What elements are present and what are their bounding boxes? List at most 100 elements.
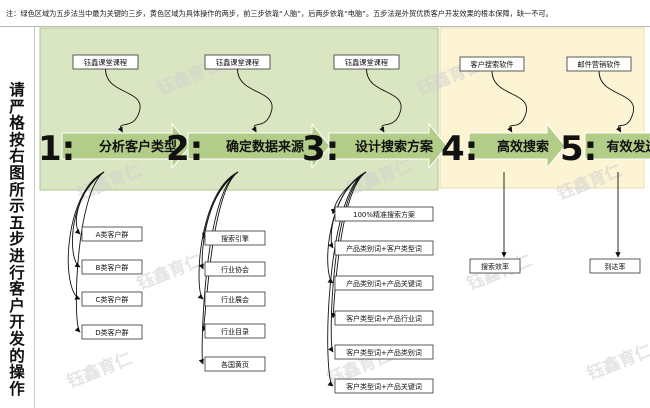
yellow-zone — [439, 27, 645, 189]
step-arrow — [584, 122, 650, 170]
data-source-box — [204, 230, 266, 246]
step-label: 分析客户类型 — [99, 139, 177, 155]
sidebar-char: 户 — [9, 296, 25, 315]
source-link — [598, 70, 634, 133]
sidebar-char: 所 — [9, 180, 25, 199]
search-plan-link — [327, 171, 367, 387]
efficiency-label: 搜索效率 — [481, 262, 509, 271]
step-number: 4: — [441, 129, 478, 169]
search-plan-label: 客户类型词+产品关键词 — [346, 382, 422, 391]
data-source-link — [197, 171, 239, 300]
divider — [0, 26, 650, 27]
watermark: 钰鑫育仁 — [134, 250, 205, 295]
sidebar-char: 作 — [9, 379, 25, 398]
data-source-box — [204, 356, 266, 372]
step-arrow — [328, 122, 448, 170]
customer-group-label: D类客户群 — [95, 328, 128, 337]
customer-group-link — [71, 171, 105, 268]
efficiency-box — [469, 258, 521, 274]
sidebar-char: 请 — [9, 81, 25, 99]
delivery-box — [589, 258, 641, 274]
green-zone — [39, 27, 439, 191]
source-link — [366, 68, 402, 133]
search-plan-label: 产品类别词+产品关键词 — [346, 279, 422, 288]
search-plan-label: 产品类别词+客户类型词 — [346, 244, 422, 253]
step-number: 2: — [166, 129, 203, 169]
customer-group-label: B类客户群 — [96, 263, 129, 272]
sidebar-char: 步 — [9, 230, 25, 249]
step-number: 5: — [560, 129, 597, 169]
sidebar-char: 的 — [9, 346, 25, 365]
search-plan-box — [334, 378, 434, 394]
source-box — [566, 56, 632, 72]
source-box — [72, 54, 139, 70]
source-box — [333, 54, 400, 70]
step-label: 确定数据来源 — [226, 139, 304, 155]
sidebar-char: 行 — [9, 263, 25, 282]
sidebar-char: 进 — [9, 246, 25, 265]
step-label: 设计搜索方案 — [355, 139, 434, 155]
customer-group-label: C类客户群 — [96, 295, 129, 304]
customer-group-link — [67, 171, 105, 300]
source-link — [491, 70, 527, 133]
search-plan-label: 客户类型词+产品类别词 — [346, 348, 422, 357]
step-number: 3: — [302, 129, 339, 169]
search-plan-label: 客户类型词+产品行业词 — [346, 314, 422, 323]
step-arrow — [187, 122, 331, 170]
sidebar-char: 发 — [9, 329, 25, 348]
step-arrow — [61, 122, 191, 170]
search-plan-box — [334, 344, 434, 360]
source-link — [237, 68, 273, 133]
customer-group-box — [81, 259, 143, 275]
data-source-box — [204, 323, 266, 339]
source-label: 钰鑫课堂课程 — [216, 58, 259, 67]
source-link — [105, 68, 141, 133]
search-plan-box — [334, 310, 434, 326]
data-source-label: 行业协会 — [221, 265, 249, 274]
delivery-label: 到达率 — [605, 262, 626, 271]
watermark: 钰鑫育仁 — [64, 348, 135, 393]
search-plan-box — [334, 240, 434, 256]
source-box — [459, 56, 525, 72]
sidebar-char: 操 — [9, 363, 25, 382]
data-source-link — [202, 171, 239, 332]
data-source-link — [198, 171, 239, 270]
data-source-label: 行业目录 — [221, 327, 249, 336]
watermark: 钰鑫育仁 — [584, 340, 650, 385]
customer-group-link — [74, 171, 105, 235]
customer-group-box — [81, 291, 143, 307]
sidebar-instruction: 请严格按右图所示五步进行客户开发的操作 — [6, 82, 28, 397]
step-label: 高效搜索 — [497, 139, 549, 155]
search-plan-link — [328, 171, 367, 353]
source-label: 客户搜索软件 — [470, 60, 513, 69]
sidebar-char: 示 — [9, 197, 25, 216]
search-plan-link — [327, 171, 367, 284]
instruction-note: 注：绿色区域为五步法当中最为关键的三步，黄色区域为具体操作的两步，前三步依靠“人… — [6, 9, 553, 18]
data-source-box — [204, 291, 266, 307]
step-arrow — [468, 122, 566, 170]
data-source-label: 搜索引擎 — [221, 234, 249, 243]
customer-group-box — [81, 324, 143, 340]
source-label: 钰鑫课堂课程 — [84, 58, 127, 67]
source-box — [204, 54, 271, 70]
step-number: 1: — [38, 129, 75, 169]
sidebar-divider — [34, 27, 35, 408]
sidebar-char: 按 — [9, 130, 25, 149]
sidebar-char: 客 — [9, 280, 25, 299]
data-source-label: 行业展会 — [221, 295, 249, 304]
customer-group-box — [81, 226, 143, 242]
sidebar-char: 严 — [9, 97, 25, 116]
sidebar-char: 五 — [9, 213, 25, 232]
step-label: 有效发送 — [606, 139, 650, 155]
search-plan-box — [334, 206, 434, 222]
sidebar-char: 图 — [9, 163, 25, 182]
data-source-label: 各国黄页 — [221, 360, 249, 369]
source-label: 邮件营销软件 — [577, 60, 620, 69]
search-plan-label: 100%精准搜索方案 — [353, 210, 415, 219]
sidebar-char: 格 — [9, 114, 25, 133]
source-label: 钰鑫课堂课程 — [345, 58, 388, 67]
customer-group-label: A类客户群 — [96, 230, 129, 239]
sidebar-char: 右 — [9, 147, 25, 166]
search-plan-box — [334, 275, 434, 291]
